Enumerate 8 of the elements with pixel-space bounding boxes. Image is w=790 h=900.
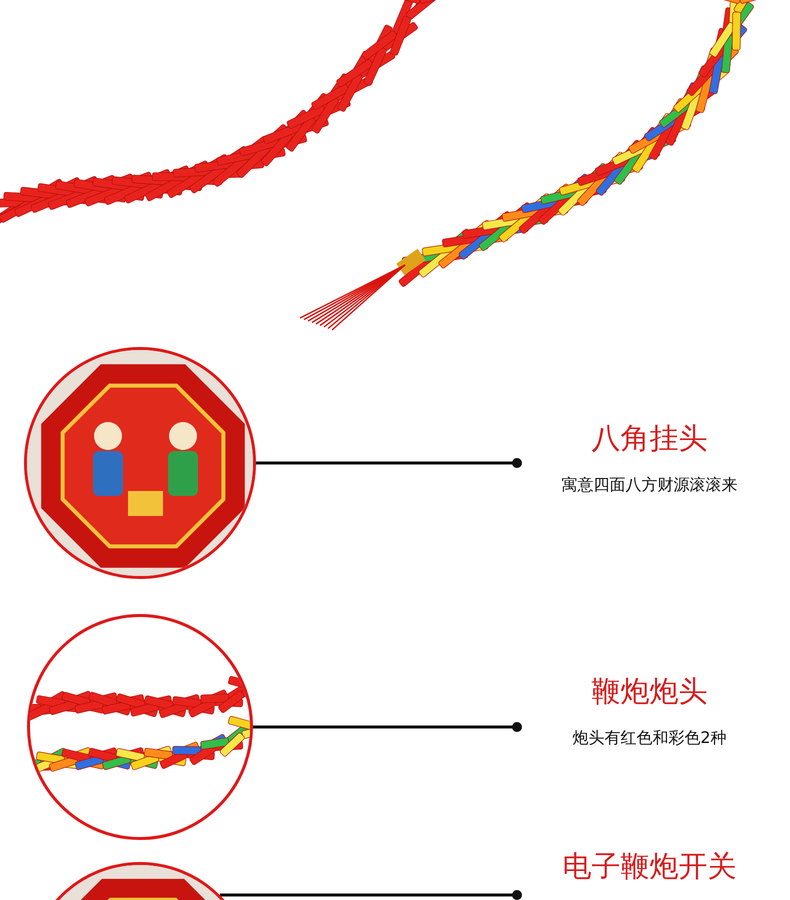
heading: 电子鞭炮开关	[562, 848, 736, 884]
caption-text: 寓意四面八方财源滚滚来	[562, 474, 738, 496]
leader-line	[220, 890, 522, 900]
caption-text: 炮头有红色和彩色2种	[572, 727, 727, 749]
heading: 八角挂头	[592, 420, 708, 456]
leader-line	[256, 458, 522, 468]
heading: 鞭炮炮头	[592, 673, 708, 709]
leader-line	[253, 722, 522, 732]
